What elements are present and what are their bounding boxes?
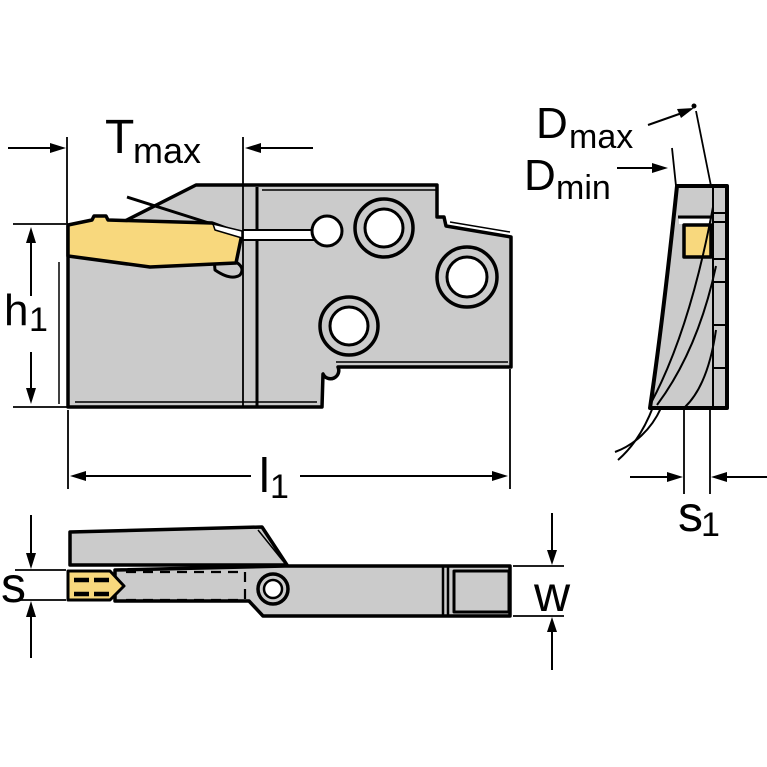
dmax-label-base: D xyxy=(536,99,568,148)
s-label: s xyxy=(1,557,26,613)
side-relief-curve-2 xyxy=(656,265,717,406)
front-clamp-crease-line xyxy=(126,195,213,226)
l1-label-base: l xyxy=(259,450,270,503)
s-arrowhead-bottom xyxy=(26,601,36,617)
side-edge-dashed-curve xyxy=(652,194,677,399)
dmax-reference-line xyxy=(695,110,712,187)
mounting-hole-bottom-outer xyxy=(318,295,380,357)
l1-label-sub: 1 xyxy=(270,468,289,506)
mounting-hole-top-inner xyxy=(363,207,405,249)
h1-label-sub: 1 xyxy=(29,301,48,339)
mounting-hole-right-outer xyxy=(435,245,499,309)
clamp-screw-hole xyxy=(310,214,344,248)
clamp-slot xyxy=(243,230,314,240)
tmax-label-sub: max xyxy=(133,130,201,171)
l1-arrowhead-left xyxy=(70,471,86,481)
s1-arrowhead-left xyxy=(667,472,683,482)
clamp-flange-bottom-view xyxy=(68,525,289,567)
dmax-label-sub: max xyxy=(569,118,633,156)
dimension-h1: h 1 xyxy=(4,223,80,408)
s1-label-sub: 1 xyxy=(701,506,720,544)
dimension-s1: s 1 xyxy=(630,410,767,544)
dmin-label-base: D xyxy=(524,151,556,200)
tmax-label-base: T xyxy=(105,111,134,164)
w-arrowhead-bottom xyxy=(547,617,557,632)
w-label: w xyxy=(533,566,571,622)
bottom-shank-body xyxy=(113,564,512,618)
dimension-dmin: D min xyxy=(524,151,668,207)
bottom-view xyxy=(66,525,512,618)
front-view xyxy=(58,183,513,409)
h1-label-base: h xyxy=(4,286,28,335)
dimension-w: w xyxy=(513,513,571,670)
bottom-screw-hole-inner xyxy=(262,578,284,600)
l1-arrowhead-right xyxy=(492,471,508,481)
side-whip-line-2 xyxy=(614,407,662,453)
bottom-end-block xyxy=(452,569,511,614)
dmax-reference-dot xyxy=(691,103,697,109)
dmax-arrow-line xyxy=(647,112,683,126)
dimension-tmax: T max xyxy=(8,111,313,406)
h1-arrowhead-top xyxy=(26,227,36,243)
dimension-l1: l 1 xyxy=(67,369,511,506)
side-view xyxy=(614,103,729,461)
dmin-label-sub: min xyxy=(556,169,611,207)
side-relief-curve-1 xyxy=(650,206,714,404)
side-whip-line-1 xyxy=(617,406,654,461)
mounting-hole-top-outer xyxy=(353,197,415,259)
bottom-screw-hole-outer xyxy=(256,572,290,606)
s1-label-base: s xyxy=(678,486,703,542)
insert-seat-gap xyxy=(212,223,243,239)
dimension-s: s xyxy=(1,515,66,658)
side-pocket-gap xyxy=(679,219,711,224)
mounting-hole-bottom-inner xyxy=(328,305,370,347)
h1-arrowhead-bottom xyxy=(26,388,36,404)
s-arrowhead-top xyxy=(26,553,36,569)
dmin-arrowhead xyxy=(652,163,668,173)
dimension-dmax: D max xyxy=(536,99,694,156)
tmax-arrowhead-left xyxy=(50,143,66,153)
mounting-hole-right-inner xyxy=(445,255,489,299)
flange-edge-inner-line xyxy=(257,529,284,562)
side-relief-curve-3 xyxy=(684,329,717,408)
dmin-extension-line xyxy=(671,147,677,187)
front-slant-edge-inner-line xyxy=(449,221,511,233)
tmax-arrowhead-right xyxy=(245,143,261,153)
w-arrowhead-top xyxy=(547,550,557,565)
dmax-arrowhead xyxy=(677,108,694,118)
cutting-insert-front xyxy=(66,214,244,269)
s1-arrowhead-right xyxy=(711,472,727,482)
